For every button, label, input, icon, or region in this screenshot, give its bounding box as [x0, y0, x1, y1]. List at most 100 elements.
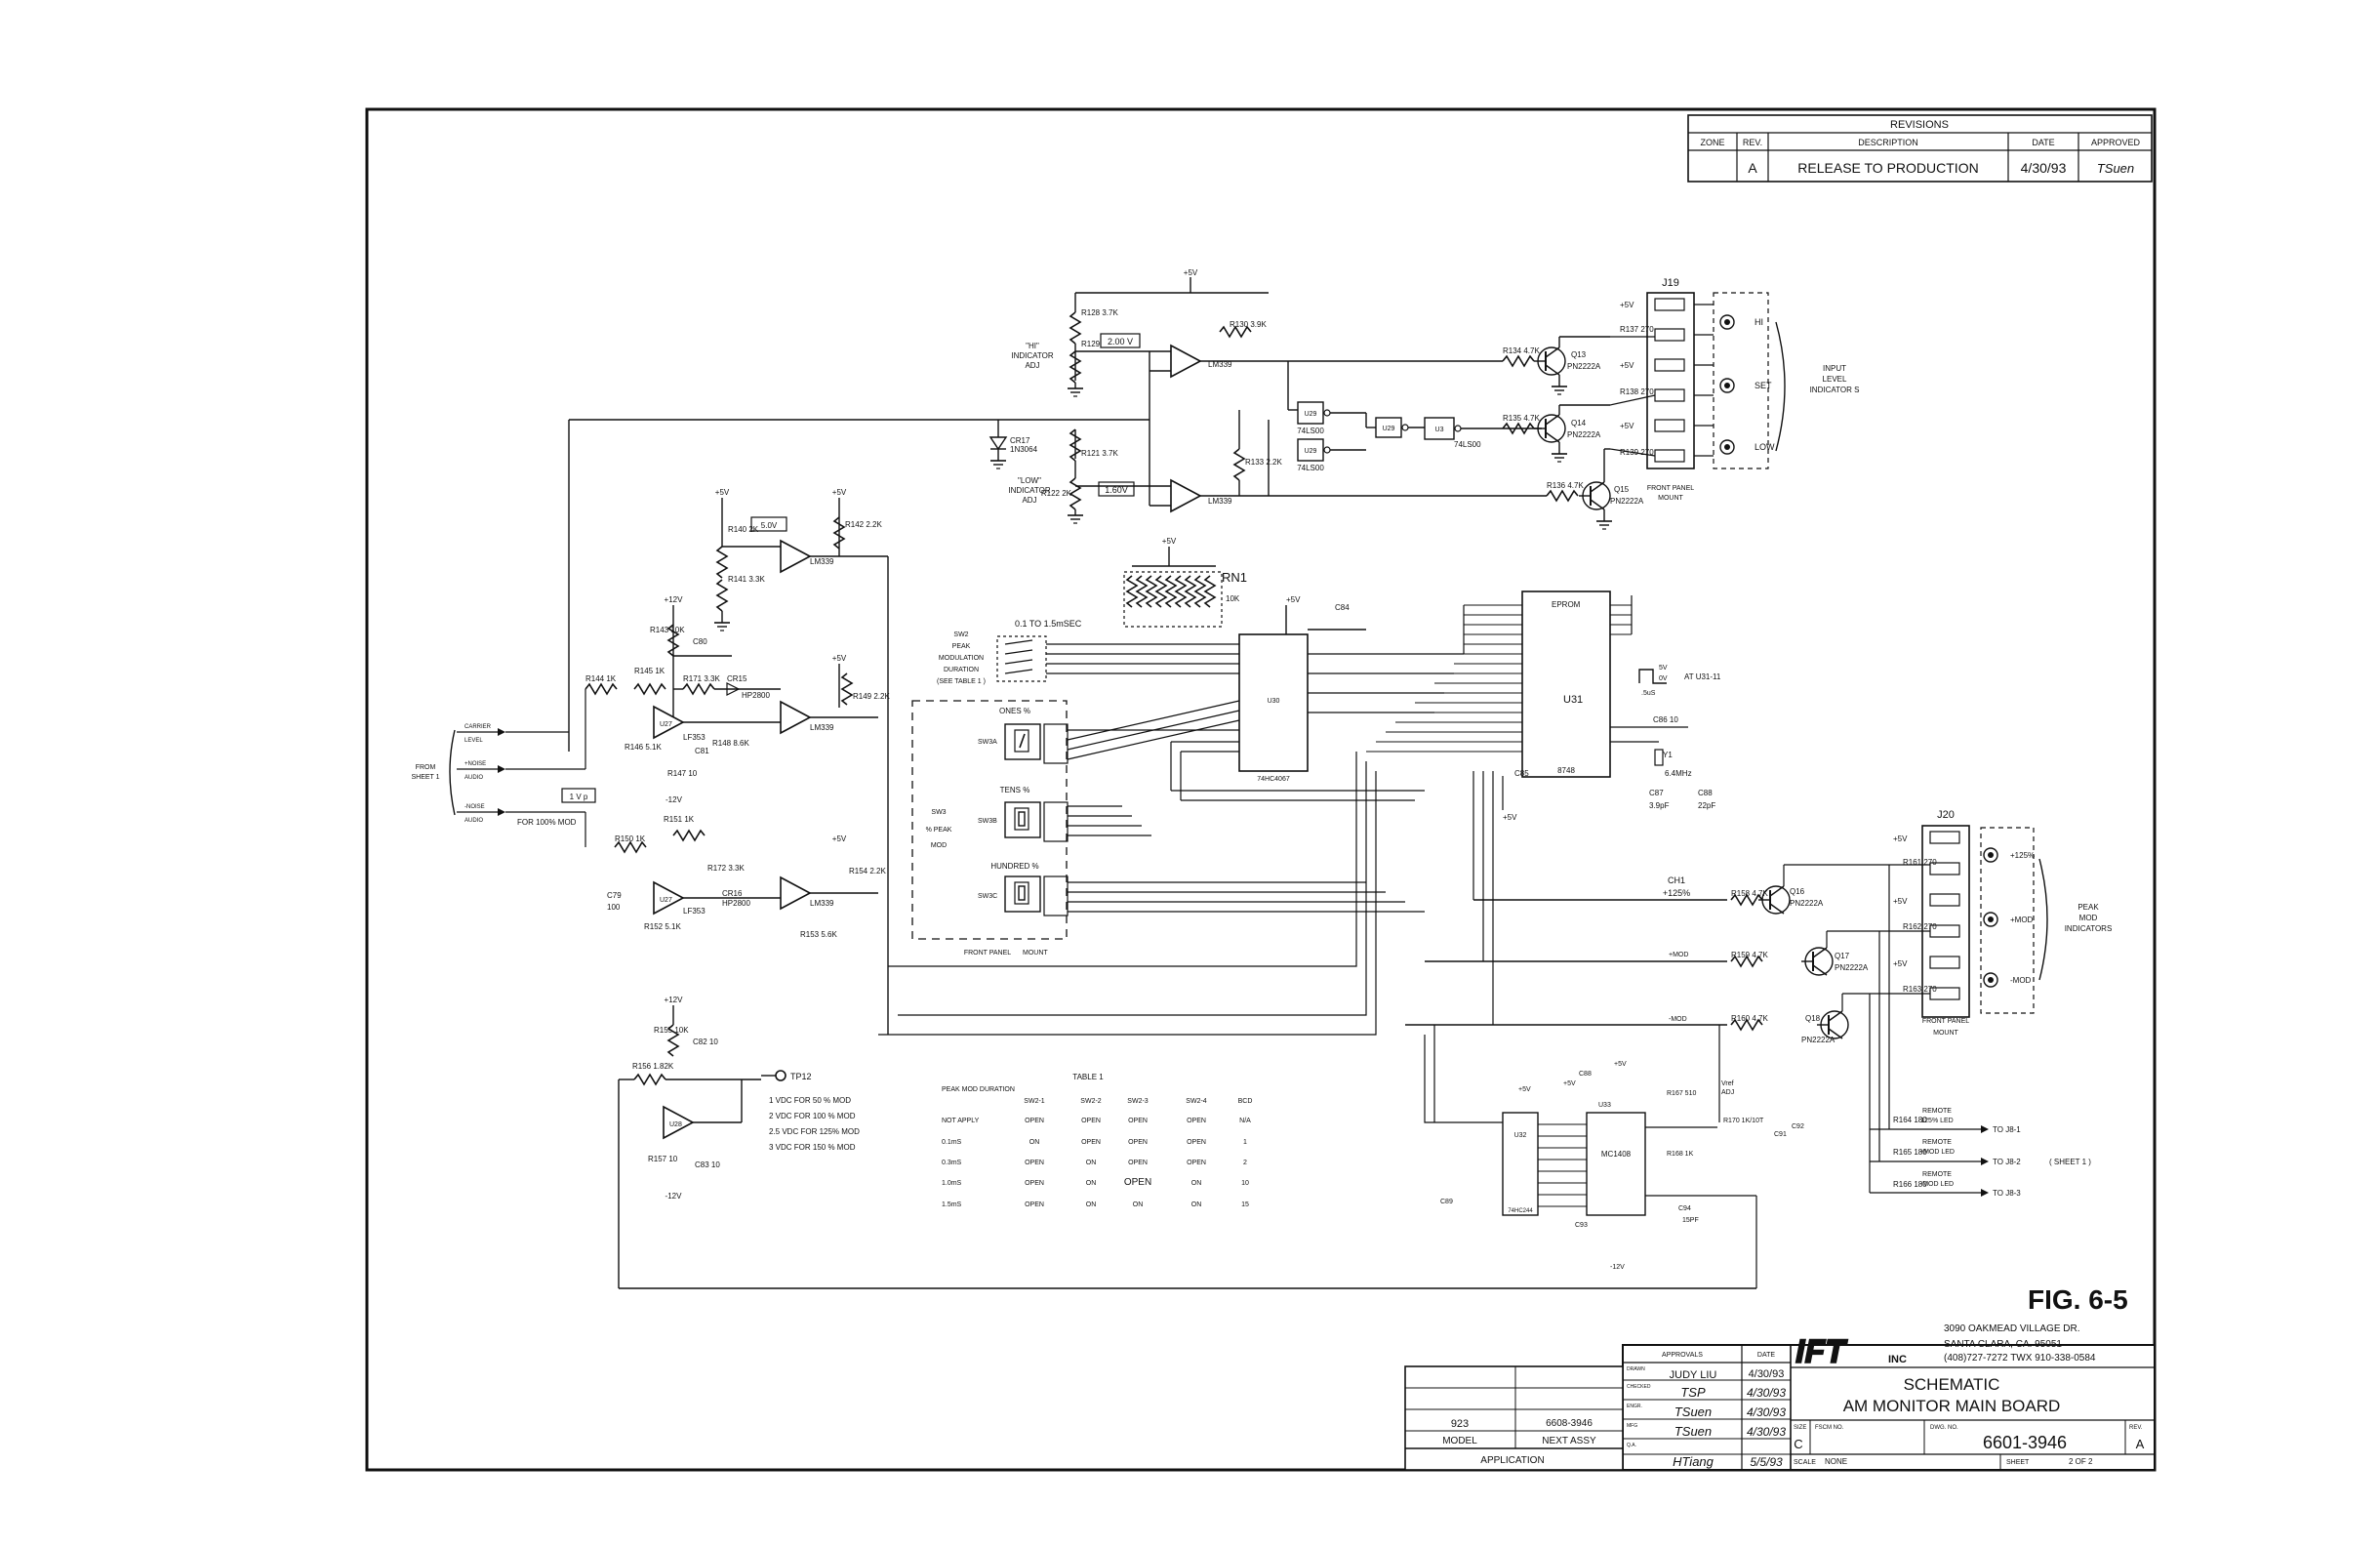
- r156-label: R156 1.82K: [632, 1062, 674, 1071]
- svg-text:ON: ON: [1133, 1201, 1144, 1208]
- r157-label: R157 10: [648, 1155, 678, 1163]
- r166-label: R166 180: [1893, 1180, 1927, 1189]
- table1-title: TABLE 1: [1072, 1073, 1104, 1081]
- cr15-label: CR15: [727, 674, 747, 683]
- front-panel-mount-label-upper: FRONT PANEL MOUNT: [1647, 485, 1694, 502]
- approvals-header: APPROVALS: [1662, 1352, 1703, 1359]
- front-panel-mount-label-lower: FRONT PANEL MOUNT: [1922, 1018, 1969, 1037]
- svg-text:1: 1: [1243, 1139, 1247, 1146]
- remote-pos-label: REMOTE+MOD LED: [1919, 1139, 1955, 1156]
- r170-label: R170 1K/10T: [1723, 1118, 1764, 1124]
- r142-label: R142 2.2K: [845, 520, 882, 529]
- table1-row: 0.3mS OPEN ON OPEN OPEN 2: [942, 1160, 1247, 1166]
- svg-text:+5V: +5V: [1503, 813, 1517, 822]
- svg-text:6.4MHz: 6.4MHz: [1665, 769, 1692, 778]
- company-suffix: INC: [1888, 1354, 1907, 1365]
- r130-label: R130 3.9K: [1230, 320, 1267, 329]
- minus-mod-net: -MOD: [1669, 1016, 1687, 1023]
- svg-text:PN2222A: PN2222A: [1567, 430, 1601, 439]
- rev-header-zone: ZONE: [1700, 138, 1724, 147]
- svg-text:C91: C91: [1774, 1131, 1787, 1138]
- svg-text:PN2222A: PN2222A: [1610, 497, 1644, 506]
- r138-label: R138 270: [1620, 387, 1654, 396]
- svg-text:OPEN: OPEN: [1187, 1160, 1206, 1166]
- cr16-part: HP2800: [722, 899, 750, 908]
- u31-eprom-label: EPROM: [1552, 600, 1581, 609]
- svg-text:4/30/93: 4/30/93: [1747, 1386, 1786, 1400]
- svg-text:N/A: N/A: [1239, 1118, 1251, 1124]
- svg-text:4/30/93: 4/30/93: [1747, 1405, 1786, 1419]
- rev-row-date: 4/30/93: [2021, 160, 2067, 176]
- q13-label: Q13: [1571, 350, 1587, 359]
- u26-comparator-label: LM339: [1208, 360, 1232, 369]
- svg-text:ENGR.: ENGR.: [1627, 1404, 1642, 1409]
- r162-label: R162 270: [1903, 922, 1937, 931]
- led-hi-label: HI: [1755, 317, 1763, 327]
- svg-text:OPEN: OPEN: [1187, 1118, 1206, 1124]
- svg-text:AUDIO: AUDIO: [464, 818, 483, 824]
- svg-text:+5V: +5V: [1620, 301, 1634, 309]
- table1-header-duration: PEAK MOD DURATION: [942, 1086, 1015, 1093]
- c86-label: C86 10: [1653, 715, 1678, 724]
- svg-text:OPEN: OPEN: [1128, 1118, 1148, 1124]
- svg-text:ADJ: ADJ: [1025, 361, 1039, 370]
- svg-text:ON: ON: [1086, 1201, 1097, 1208]
- sw2-range: 0.1 TO 1.5mSEC: [1015, 619, 1082, 629]
- svg-text:22pF: 22pF: [1698, 801, 1715, 810]
- svg-text:PEAK: PEAK: [2077, 903, 2099, 912]
- svg-text:SCALE: SCALE: [1794, 1459, 1816, 1466]
- svg-text:LEVEL: LEVEL: [1823, 375, 1847, 384]
- svg-text:+12V: +12V: [665, 996, 684, 1004]
- svg-text:PN2222A: PN2222A: [1801, 1036, 1835, 1044]
- application-label: APPLICATION: [1480, 1455, 1544, 1466]
- svg-text:Vref: Vref: [1721, 1080, 1734, 1087]
- svg-text:100: 100: [607, 903, 621, 912]
- r129-label: R129 2K: [1081, 340, 1112, 348]
- svg-text:LEVEL: LEVEL: [464, 738, 483, 744]
- svg-text:SANTA CLARA, CA. 95051: SANTA CLARA, CA. 95051: [1944, 1339, 2062, 1350]
- svg-text:OPEN: OPEN: [1025, 1118, 1044, 1124]
- svg-text:FRONT PANEL: FRONT PANEL: [1647, 485, 1694, 492]
- svg-text:C93: C93: [1575, 1222, 1588, 1229]
- r144-label: R144 1K: [585, 674, 617, 683]
- svg-text:TSuen: TSuen: [1674, 1405, 1712, 1419]
- r143-label: R143 10K: [650, 626, 685, 634]
- sw3-label: SW3 % PEAK MOD: [926, 809, 952, 849]
- c81-label: C81: [695, 747, 709, 755]
- svg-text:C87: C87: [1649, 789, 1664, 797]
- svg-text:ADJ: ADJ: [1022, 496, 1036, 505]
- svg-text:SHEET 1: SHEET 1: [411, 774, 439, 781]
- r172-label: R172 3.3K: [707, 864, 745, 873]
- svg-text:CH1: CH1: [1668, 875, 1685, 885]
- front-panel-mount-label-sw3: FRONT PANEL MOUNT: [964, 950, 1049, 957]
- svg-text:MOD: MOD: [931, 842, 947, 849]
- svg-text:PN2222A: PN2222A: [1790, 899, 1824, 908]
- svg-text:OPEN: OPEN: [1081, 1139, 1101, 1146]
- svg-text:+5V: +5V: [1563, 1080, 1576, 1087]
- svg-text:HTiang: HTiang: [1673, 1454, 1714, 1469]
- r128-label: R128 3.7K: [1081, 308, 1118, 317]
- svg-text:MOUNT: MOUNT: [1023, 950, 1048, 957]
- r141-label: R141 3.3K: [728, 575, 765, 584]
- company-logo: IFT: [1795, 1333, 1848, 1370]
- remote-neg-label: REMOTE-MOD LED: [1920, 1171, 1954, 1188]
- svg-text:OPEN: OPEN: [1025, 1160, 1044, 1166]
- svg-text:3 VDC FOR 150 % MOD: 3 VDC FOR 150 % MOD: [769, 1143, 856, 1152]
- svg-text:PN2222A: PN2222A: [1835, 963, 1869, 972]
- svg-text:1 VDC FOR 50 % MOD: 1 VDC FOR 50 % MOD: [769, 1096, 851, 1105]
- q16-label: Q16: [1790, 887, 1805, 896]
- bus-wiring: [878, 752, 1720, 1123]
- r148-label: R148 8.6K: [712, 739, 749, 748]
- svg-text:+5V: +5V: [1893, 959, 1908, 968]
- svg-text:SCHEMATIC: SCHEMATIC: [1904, 1375, 2000, 1394]
- svg-text:+5V: +5V: [1893, 835, 1908, 843]
- r154-label: R154 2.2K: [849, 867, 886, 875]
- svg-text:U29: U29: [1383, 426, 1395, 432]
- svg-text:+5V: +5V: [1162, 537, 1177, 546]
- svg-text:SW2: SW2: [953, 631, 968, 638]
- r135-label: R135 4.7K: [1503, 414, 1540, 423]
- j20-connector: [1921, 825, 1970, 1018]
- u26c-label: LM339: [810, 557, 834, 566]
- svg-text:PN2222A: PN2222A: [1567, 362, 1601, 371]
- svg-text:OPEN: OPEN: [1025, 1201, 1044, 1208]
